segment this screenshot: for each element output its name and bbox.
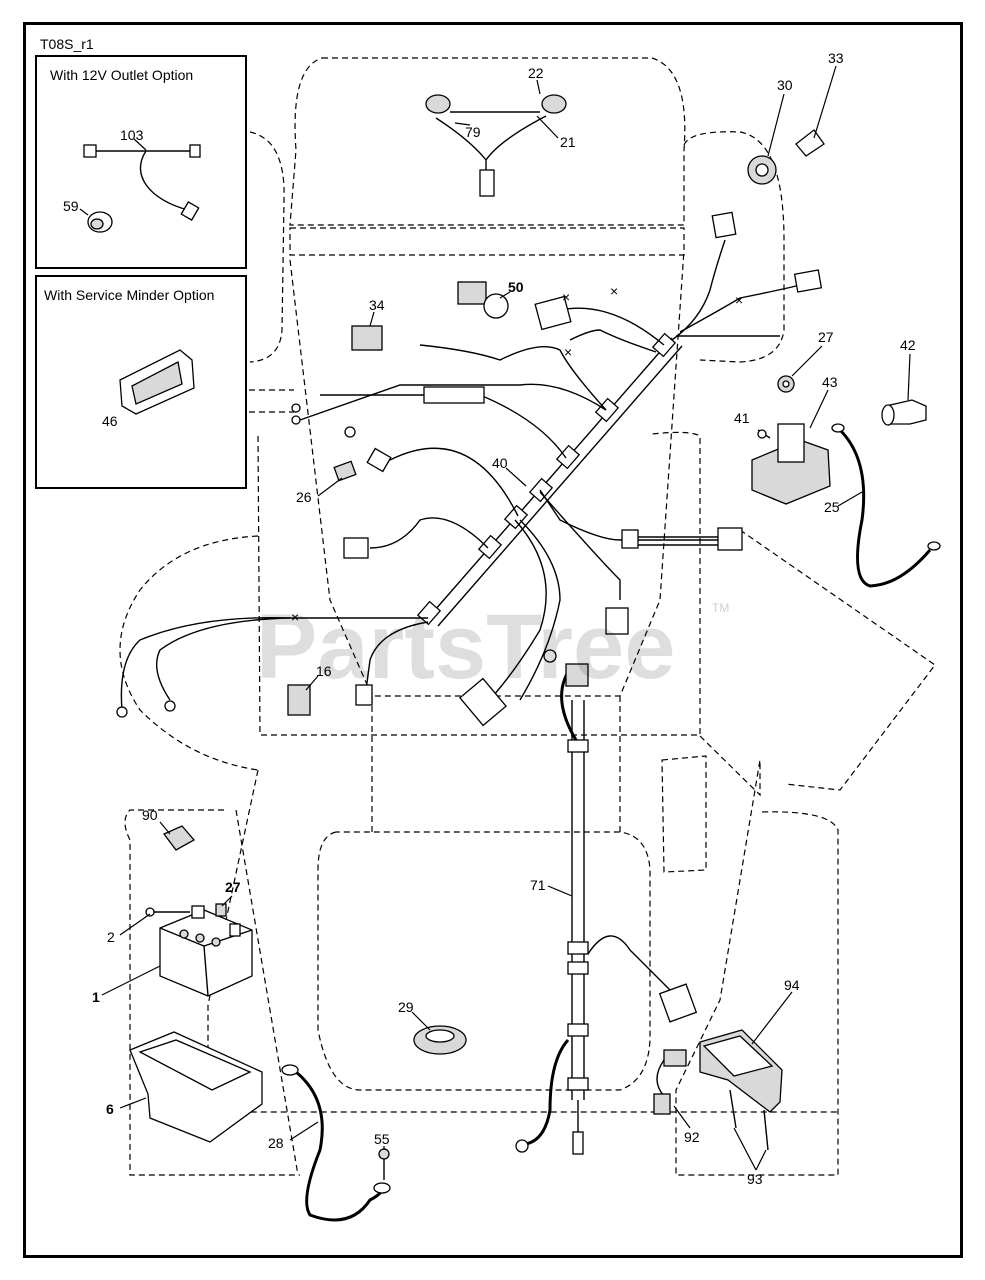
svg-text:×: × xyxy=(735,292,743,308)
bolt-41 xyxy=(757,429,771,439)
connector-92 xyxy=(653,1049,687,1115)
service-minder-46-part xyxy=(119,349,195,415)
callout-90: 90 xyxy=(142,807,158,823)
inset-service-minder-title: With Service Minder Option xyxy=(44,287,214,303)
svg-text:×: × xyxy=(610,283,618,299)
headlight-harness-part xyxy=(425,94,567,197)
battery-1 xyxy=(159,909,253,997)
callout-79: 79 xyxy=(465,124,481,140)
outlet-59-part xyxy=(87,211,113,233)
nut-27-battery xyxy=(191,903,227,919)
callout-22: 22 xyxy=(528,65,544,81)
callout-94: 94 xyxy=(784,977,800,993)
svg-text:×: × xyxy=(291,609,299,625)
callout-103: 103 xyxy=(120,127,144,143)
cable-25 xyxy=(831,423,941,588)
leader-lines xyxy=(101,65,911,1171)
ignition-switch-30 xyxy=(747,155,777,185)
cable-28 xyxy=(281,1064,391,1222)
bolt-2 xyxy=(145,907,190,917)
switch-33 xyxy=(795,129,825,157)
harness-103-part xyxy=(83,144,201,221)
battery-tray-6 xyxy=(129,1031,263,1143)
bolt-55 xyxy=(378,1148,390,1180)
control-panel-outline xyxy=(661,755,707,873)
callout-71: 71 xyxy=(530,877,546,893)
callout-27-top: 27 xyxy=(818,329,834,345)
main-harness-40: × × × × × xyxy=(116,211,823,727)
key-50 xyxy=(457,281,509,319)
callout-30: 30 xyxy=(777,77,793,93)
callout-43: 43 xyxy=(822,374,838,390)
callout-40: 40 xyxy=(492,455,508,471)
callout-42: 42 xyxy=(900,337,916,353)
boot-42 xyxy=(881,399,927,426)
diagram-id: T08S_r1 xyxy=(40,36,94,52)
callout-27-battery: 27 xyxy=(225,879,241,895)
callout-55: 55 xyxy=(374,1131,390,1147)
part-90 xyxy=(162,825,196,851)
callout-6: 6 xyxy=(106,1101,114,1117)
svg-text:×: × xyxy=(564,344,572,360)
callout-1: 1 xyxy=(92,989,100,1005)
inset-12v-title: With 12V Outlet Option xyxy=(50,67,193,83)
callout-34: 34 xyxy=(369,297,385,313)
fuse-26 xyxy=(333,460,357,482)
relay-34 xyxy=(351,325,383,351)
callout-28: 28 xyxy=(268,1135,284,1151)
watermark-tm: TM xyxy=(712,601,729,615)
callout-29: 29 xyxy=(398,999,414,1015)
callout-59: 59 xyxy=(63,198,79,214)
callout-33: 33 xyxy=(828,50,844,66)
callout-92: 92 xyxy=(684,1129,700,1145)
screws-93 xyxy=(729,1089,769,1151)
callout-16: 16 xyxy=(316,663,332,679)
part-29 xyxy=(413,1025,467,1055)
callout-2: 2 xyxy=(107,929,115,945)
nut-27 xyxy=(777,375,795,393)
solenoid-43 xyxy=(751,423,831,505)
callout-50: 50 xyxy=(508,279,524,295)
callout-26: 26 xyxy=(296,489,312,505)
module-94 xyxy=(699,1029,783,1113)
callout-25: 25 xyxy=(824,499,840,515)
svg-text:×: × xyxy=(562,289,570,305)
callout-93: 93 xyxy=(747,1171,763,1187)
callout-41: 41 xyxy=(734,410,750,426)
callout-21: 21 xyxy=(560,134,576,150)
switch-16 xyxy=(287,684,311,716)
callout-46: 46 xyxy=(102,413,118,429)
partstree-watermark: PartsTree xyxy=(256,596,675,698)
rear-harness-71 xyxy=(515,649,698,1155)
